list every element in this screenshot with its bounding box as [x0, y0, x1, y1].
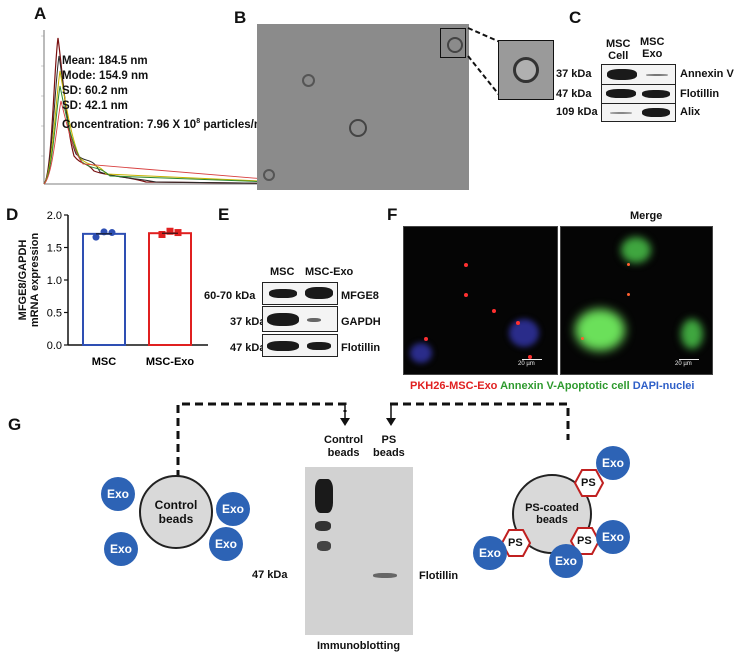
- f-merge-title: Merge: [630, 210, 663, 222]
- e-col1-header: MSC: [270, 266, 295, 278]
- e-blot-mfge8: [262, 282, 338, 305]
- y-tick-label: 1.5: [47, 243, 62, 255]
- e-protein-2: GAPDH: [341, 316, 381, 328]
- fluorescence-red-blue: 20 µm: [403, 226, 558, 375]
- scale-bar-label-2: 20 µm: [675, 361, 692, 367]
- data-point: [92, 233, 100, 241]
- scale-bar-label-1: 20 µm: [518, 361, 535, 367]
- e-protein-3: Flotillin: [341, 342, 381, 354]
- data-point: [174, 229, 182, 237]
- bar: [148, 232, 192, 347]
- nta-stats: Mean: 184.5 nm Mode: 154.9 nm SD: 60.2 n…: [62, 54, 267, 133]
- zoom-lines: [467, 27, 501, 97]
- e-col2-header: MSC-Exo: [305, 266, 354, 278]
- zoom-box: [440, 28, 466, 58]
- g-immunoblot: [305, 467, 413, 635]
- x-tick-label: MSC-Exo: [146, 356, 195, 368]
- vesicle-zoomed: [513, 57, 539, 83]
- panel-f-label: F: [387, 205, 398, 224]
- c-kda-3: 109 kDa: [556, 106, 598, 118]
- exo-vesicle: Exo: [473, 536, 507, 570]
- exo-vesicle: Exo: [549, 544, 583, 578]
- e-kda-2: 37 kDa: [230, 316, 266, 328]
- e-blot-flotillin: [262, 334, 338, 357]
- stat-mode: Mode: 154.9 nm: [62, 70, 149, 82]
- e-blot-gapdh: [262, 306, 338, 332]
- c-blot-alix: [601, 103, 676, 122]
- tem-zoom-inset: [498, 40, 554, 100]
- stat-concentration: Concentration: 7.96 X 108 particles/ml: [62, 118, 268, 131]
- exo-vesicle: Exo: [104, 532, 138, 566]
- exo-vesicle: Exo: [596, 520, 630, 554]
- c-protein-2: Flotillin: [680, 88, 720, 100]
- c-kda-2: 47 kDa: [556, 88, 592, 100]
- data-point: [166, 227, 174, 235]
- tem-image: [257, 24, 469, 190]
- g-kda: 47 kDa: [252, 569, 288, 581]
- y-tick-label: 2.0: [47, 210, 62, 222]
- legend-red: PKH26-MSC-Exo: [410, 380, 498, 392]
- ps-label: PS: [581, 477, 596, 489]
- y-tick-label: 0.5: [47, 308, 62, 320]
- vesicle: [349, 119, 367, 137]
- control-bead: Control beads: [139, 475, 213, 549]
- f-legend: PKH26-MSC-Exo Annexin V-Apoptotic cell D…: [410, 380, 694, 392]
- panel-e-label: E: [218, 205, 230, 224]
- g-protein: Flotillin: [419, 570, 459, 582]
- nta-plot: [41, 30, 331, 185]
- panel-b-label: B: [234, 8, 247, 27]
- e-kda-1: 60-70 kDa: [204, 290, 256, 302]
- c-protein-3: Alix: [680, 106, 701, 118]
- panel-a-label: A: [34, 4, 47, 23]
- stat-mean: Mean: 184.5 nm: [62, 55, 148, 67]
- panel-c-label: C: [569, 8, 582, 27]
- nta-chart: [26, 26, 336, 196]
- exo-vesicle: Exo: [209, 527, 243, 561]
- legend-green: Annexin V-Apoptotic cell: [500, 380, 630, 392]
- vesicle: [447, 37, 463, 53]
- ps-label: PS: [577, 535, 592, 547]
- data-point: [158, 231, 166, 238]
- x-tick-label: MSC: [92, 356, 117, 368]
- e-protein-1: MFGE8: [341, 290, 379, 302]
- vesicle: [302, 74, 315, 87]
- legend-blue: DAPI-nuclei: [632, 380, 695, 392]
- y-tick-label: 0.0: [47, 340, 62, 352]
- exo-vesicle: Exo: [596, 446, 630, 480]
- stat-sd1: SD: 60.2 nm: [62, 85, 128, 97]
- panel-g-label: G: [8, 415, 22, 434]
- fluorescence-merge: 20 µm: [560, 226, 713, 375]
- g-caption: Immunoblotting: [317, 640, 401, 652]
- stat-sd2: SD: 42.1 nm: [62, 100, 128, 112]
- c-protein-1: Annexin V: [680, 68, 734, 80]
- ps-label: PS: [508, 537, 523, 549]
- panel-d-label: D: [6, 205, 19, 224]
- exo-vesicle: Exo: [101, 477, 135, 511]
- exo-vesicle: Exo: [216, 492, 250, 526]
- c-kda-1: 37 kDa: [556, 68, 592, 80]
- e-kda-3: 47 kDa: [230, 342, 266, 354]
- vesicle: [263, 169, 275, 181]
- y-tick-label: 1.0: [47, 275, 62, 287]
